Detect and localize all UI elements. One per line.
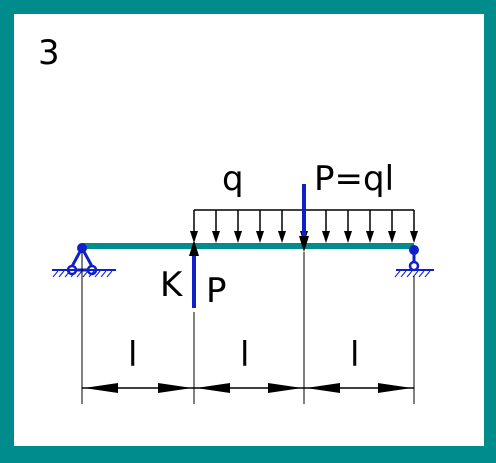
hatch-line (106, 270, 113, 278)
dim-arrow-2-right (268, 383, 302, 393)
frame-inner (14, 14, 484, 446)
hatch-line (100, 270, 107, 278)
span-label-3: l (350, 335, 359, 375)
hatch-line (418, 270, 425, 278)
force-p-bottom-label: P (206, 271, 227, 311)
force-p-top-label: P=ql (314, 159, 394, 199)
hatch-line (406, 270, 413, 278)
load-arrow-head (366, 231, 374, 243)
force-p-bottom-arrowhead (189, 240, 199, 256)
force-p-top-arrowhead (299, 236, 309, 252)
load-arrow-head (344, 231, 352, 243)
load-arrow-head (410, 231, 418, 243)
hatch-line (70, 270, 77, 278)
span-label-2: l (240, 335, 249, 375)
load-arrow-head (234, 231, 242, 243)
left-ground-hatch (52, 270, 113, 278)
left-support-pin (77, 243, 87, 253)
load-arrow-head (190, 231, 198, 243)
hatch-line (88, 270, 95, 278)
hatch-line (76, 270, 83, 278)
right-support-pin-bottom (408, 260, 420, 272)
dimension-line (82, 383, 414, 393)
hatch-line (424, 270, 431, 278)
hatch-line (82, 270, 89, 278)
dim-arrow-1-right (158, 383, 192, 393)
hatch-line (94, 270, 101, 278)
hatch-line (52, 270, 59, 278)
figure-number: 3 (38, 33, 60, 73)
load-arrow-head (256, 231, 264, 243)
hatch-line (394, 270, 401, 278)
load-arrow-head (278, 231, 286, 243)
hatch-line (58, 270, 65, 278)
frame-right-strip (484, 0, 496, 463)
span-label-1: l (128, 335, 137, 375)
dim-arrow-3-left (306, 383, 340, 393)
distributed-load (190, 209, 418, 243)
dim-arrow-3-right (378, 383, 412, 393)
load-q-label: q (222, 159, 244, 199)
point-k-label: K (160, 265, 184, 305)
right-support-pin-top (409, 245, 419, 255)
load-arrow-head (388, 231, 396, 243)
hatch-line (400, 270, 407, 278)
hatch-line (64, 270, 71, 278)
load-arrow-head (322, 231, 330, 243)
dim-arrow-2-left (196, 383, 230, 393)
dim-arrow-1-left (84, 383, 118, 393)
load-arrow-head (212, 231, 220, 243)
